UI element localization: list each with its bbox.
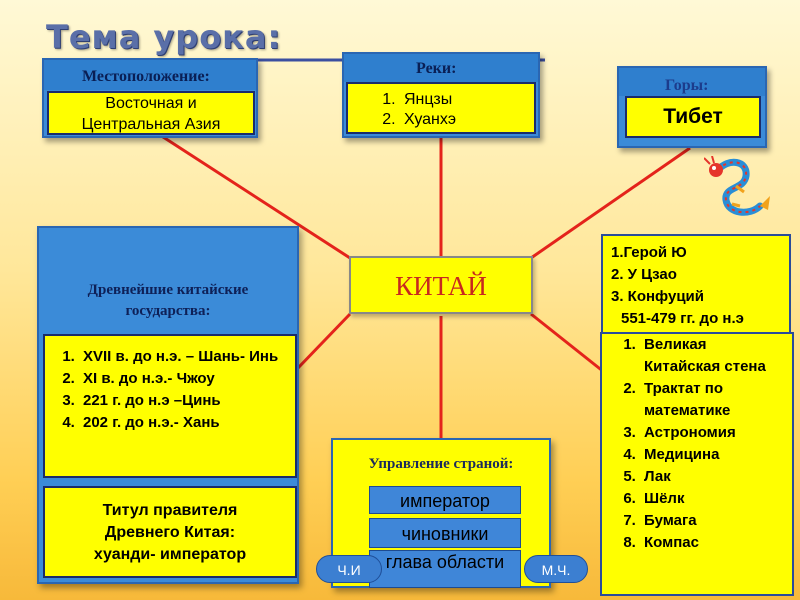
state-item: XI в. до н.э.- Чжоу: [79, 368, 289, 390]
river-item: Хуанхэ: [400, 110, 534, 130]
line-location: [159, 133, 351, 260]
rivers-header: Реки:: [344, 54, 538, 82]
person-dates: 551-479 гг. до н.э: [621, 310, 744, 327]
dragon-icon: [703, 155, 776, 224]
achievement-item: Великая Китайская стена: [640, 334, 786, 378]
rivers-box: Реки: Янцзы Хуанхэ: [342, 52, 540, 138]
achievements-box: Великая Китайская стена Трактат по матем…: [600, 332, 794, 596]
person-item: 3. Конфуций: [611, 288, 704, 305]
achievement-item: Шёлк: [640, 488, 786, 510]
ruler-title-line2: Древнего Китая:: [104, 524, 236, 541]
state-item: 221 г. до н.э –Цинь: [79, 390, 289, 412]
line-mountains: [530, 146, 691, 260]
rivers-list: Янцзы Хуанхэ: [346, 82, 536, 134]
government-header: Управление страной:: [368, 456, 514, 472]
person-item: 2. У Цзао: [611, 266, 677, 283]
badge-right: М.Ч.: [524, 555, 588, 583]
page-title: Тема урока:: [46, 18, 282, 56]
location-value-line1: Восточная и: [105, 95, 197, 112]
location-value-line2: Центральная Азия: [81, 116, 221, 133]
person-item: 1.Герой Ю: [611, 244, 687, 261]
line-achievements: [530, 312, 605, 374]
achievement-item: Астрономия: [640, 422, 786, 444]
states-header-line1: Древнейшие китайские: [87, 282, 249, 298]
achievement-item: Компас: [640, 532, 786, 554]
mountains-header: Горы:: [619, 68, 765, 96]
achievement-item: Бумага: [640, 510, 786, 532]
state-item: XVII в. до н.э. – Шань- Инь: [79, 346, 289, 368]
government-panel: Управление страной: император чиновники …: [331, 438, 551, 588]
achievement-item: Трактат по математике: [640, 378, 786, 422]
ruler-title-line3: хуанди- император: [93, 546, 247, 563]
mountains-value: Тибет: [625, 96, 761, 138]
mountains-box: Горы: Тибет: [617, 66, 767, 148]
states-header: Древнейшие китайские государства:: [39, 280, 297, 322]
location-box: Местоположение: Восточная и Центральная …: [42, 58, 258, 138]
achievement-item: Медицина: [640, 444, 786, 466]
people-box: 1.Герой Ю 2. У Цзао 3. Конфуций 551-479 …: [601, 234, 791, 334]
state-item: 202 г. до н.э.- Хань: [79, 412, 289, 434]
states-header-line2: государства:: [125, 303, 211, 319]
achievement-item: Лак: [640, 466, 786, 488]
gov-level-officials: чиновники: [369, 518, 521, 548]
gov-level-governor: глава области: [369, 550, 521, 588]
states-panel: Древнейшие китайские государства: XVII в…: [37, 226, 299, 584]
gov-level-emperor: император: [369, 486, 521, 514]
river-item: Янцзы: [400, 90, 534, 110]
center-node: КИТАЙ: [349, 256, 533, 314]
location-value: Восточная и Центральная Азия: [47, 91, 255, 135]
badge-left: Ч.И: [316, 555, 382, 583]
ruler-title-box: Титул правителя Древнего Китая: хуанди- …: [43, 486, 297, 578]
line-states: [296, 312, 352, 370]
states-list: XVII в. до н.э. – Шань- Инь XI в. до н.э…: [43, 334, 297, 478]
location-header: Местоположение:: [44, 60, 256, 90]
ruler-title-line1: Титул правителя: [102, 502, 238, 519]
